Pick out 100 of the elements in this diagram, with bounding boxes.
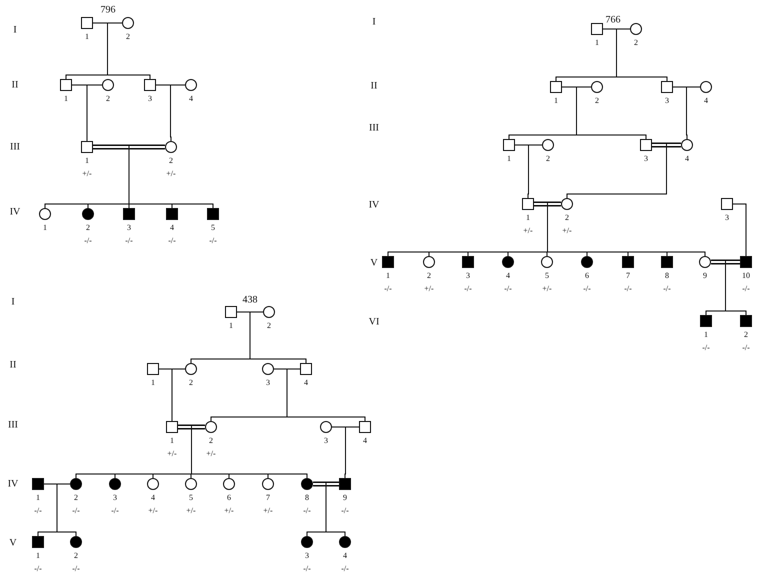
- individual-number: 6: [585, 271, 589, 280]
- genotype-label: +/-: [206, 449, 216, 458]
- genotype-label: -/-: [742, 284, 750, 293]
- genotype-label: +/-: [166, 169, 176, 178]
- individual-number: 9: [343, 493, 347, 502]
- descent-line: [344, 426, 360, 478]
- genotype-label: -/-: [125, 236, 133, 245]
- individual-number: 1: [43, 223, 47, 232]
- descent-line: [732, 204, 746, 256]
- individual-number: 1: [36, 493, 40, 502]
- descent-line: [616, 28, 668, 82]
- individual-number: 2: [595, 96, 599, 105]
- genotype-label: +/-: [82, 169, 92, 178]
- generation-label: V: [9, 538, 17, 548]
- individual-number: 2: [106, 94, 110, 103]
- generation-label: III: [10, 142, 20, 152]
- genotype-label: -/-: [209, 236, 217, 245]
- generation-label: III: [8, 420, 18, 430]
- individual-number: 4: [170, 223, 174, 232]
- descent-line: [56, 484, 76, 536]
- individual-number: 1: [85, 32, 89, 41]
- individual-number: 4: [685, 154, 689, 163]
- genotype-label: -/-: [464, 284, 472, 293]
- genotype-label: -/-: [84, 236, 92, 245]
- double-mating-line: [93, 144, 165, 150]
- genotype-label: -/-: [663, 284, 671, 293]
- individual-number: 1: [151, 378, 155, 387]
- genotype-label: -/-: [504, 284, 512, 293]
- individual-number: 2: [267, 321, 271, 330]
- individual-number: 5: [211, 223, 215, 232]
- genotype-label: -/-: [72, 506, 80, 515]
- individual-number: 4: [151, 493, 155, 502]
- genotype-label: -/-: [303, 506, 311, 515]
- individual-number: 2: [169, 156, 173, 165]
- individual-number: 3: [324, 436, 328, 445]
- genotype-label: +/-: [542, 284, 552, 293]
- individual-number: 4: [189, 94, 193, 103]
- genotype-label: +/-: [562, 226, 572, 235]
- individual-number: 1: [64, 94, 68, 103]
- descent-line: [576, 86, 646, 140]
- descent-line: [725, 260, 746, 316]
- individual-number: 1: [85, 156, 89, 165]
- generation-label: II: [10, 360, 16, 370]
- pedigree-number: 766: [606, 14, 620, 26]
- individual-number: 8: [305, 493, 309, 502]
- individual-number: 2: [189, 378, 193, 387]
- individual-number: 2: [74, 551, 78, 560]
- individual-number: 9: [703, 271, 707, 280]
- individual-number: 1: [595, 38, 599, 47]
- pedigree-number: 796: [100, 4, 116, 16]
- individual-number: 4: [363, 436, 367, 445]
- individual-number: 1: [507, 154, 511, 163]
- individual-number: 1: [526, 213, 530, 222]
- individual-number: 1: [386, 271, 390, 280]
- individual-number: 1: [704, 330, 708, 339]
- individual-number: 3: [644, 154, 648, 163]
- generation-label: I: [11, 296, 15, 308]
- descent-line: [250, 312, 306, 364]
- genotype-label: +/-: [424, 284, 434, 293]
- double-mating-line: [178, 424, 205, 430]
- generation-label: IV: [8, 478, 18, 490]
- individual-number: 4: [304, 378, 308, 387]
- individual-number: 3: [305, 551, 309, 560]
- generation-label: IV: [368, 200, 380, 210]
- individual-number: 2: [209, 436, 213, 445]
- generation-label: II: [370, 80, 378, 92]
- individual-number: 4: [343, 551, 347, 560]
- individual-number: 5: [545, 271, 549, 280]
- descent-line: [128, 144, 214, 208]
- double-mating-line: [652, 142, 681, 148]
- genotype-label: -/-: [742, 343, 750, 352]
- genotype-label: -/-: [168, 236, 176, 245]
- genotype-label: -/-: [341, 564, 349, 573]
- generation-label: I: [13, 24, 17, 36]
- individual-number: 2: [565, 213, 569, 222]
- individual-number: 2: [744, 330, 748, 339]
- generation-label: VI: [368, 316, 380, 328]
- descent-line: [326, 482, 346, 536]
- pedigree-number: 438: [242, 294, 258, 306]
- individual-number: 3: [466, 271, 470, 280]
- generation-label: II: [12, 80, 18, 90]
- genotype-label: -/-: [111, 506, 119, 515]
- individual-number: 3: [113, 493, 117, 502]
- individual-number: 3: [127, 223, 131, 232]
- genotype-label: -/-: [624, 284, 632, 293]
- genotype-label: +/-: [263, 506, 273, 515]
- individual-number: 2: [126, 32, 130, 41]
- genotype-label: -/-: [34, 506, 42, 515]
- genotype-label: -/-: [34, 564, 42, 573]
- genotype-label: -/-: [583, 284, 591, 293]
- individual-number: 4: [506, 271, 510, 280]
- genotype-label: -/-: [72, 564, 80, 573]
- individual-number: 1: [229, 321, 233, 330]
- individual-number: 4: [704, 96, 708, 105]
- individual-number: 1: [170, 436, 174, 445]
- individual-number: 2: [74, 493, 78, 502]
- individual-number: 2: [86, 223, 90, 232]
- descent-line: [528, 144, 542, 198]
- individual-number: 2: [634, 38, 638, 47]
- generation-label: I: [372, 16, 376, 28]
